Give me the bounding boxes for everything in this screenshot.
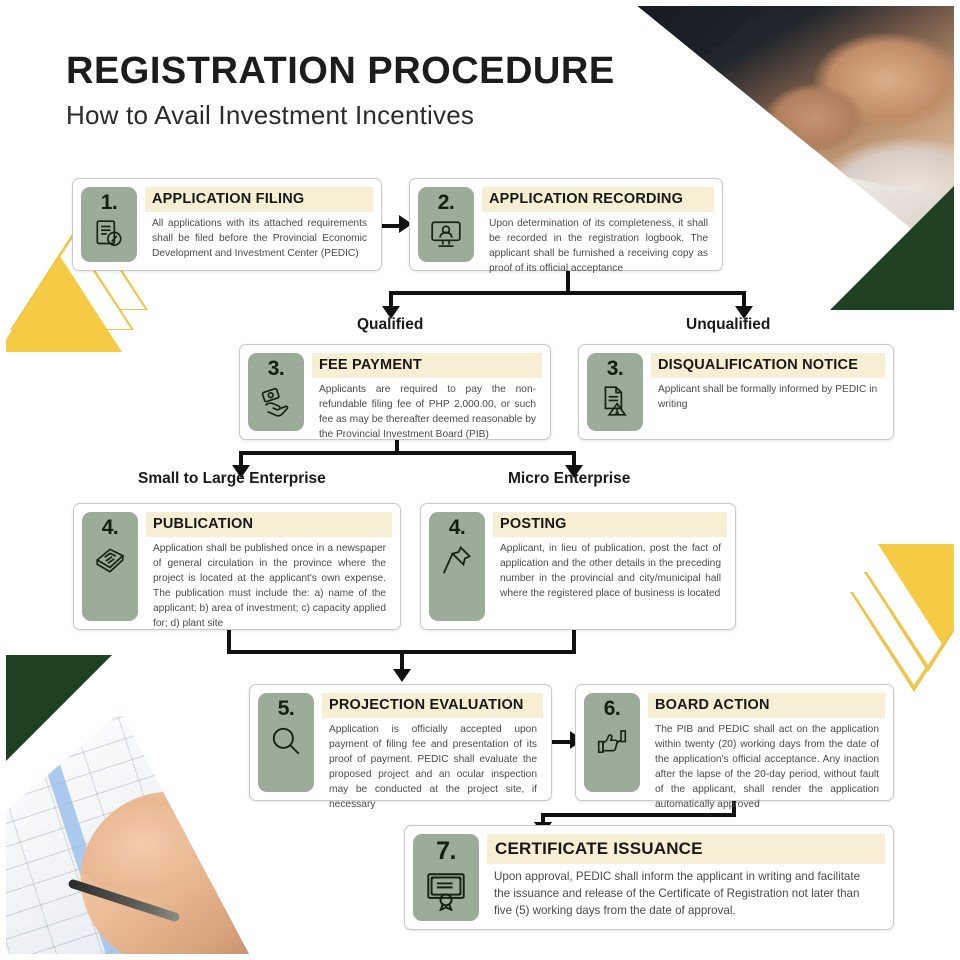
step-icon-box: 4. [429,512,485,621]
branch-label-small-to-large: Small to Large Enterprise [138,470,326,487]
certificate-icon [424,868,468,912]
pushpin-icon [439,542,475,578]
thumbs-up-down-icon [594,723,630,759]
branch-label-qualified: Qualified [357,316,424,333]
arrowhead-small-large [232,465,250,478]
step-number: 4. [101,516,119,539]
money-hand-icon [258,383,294,419]
step-icon-box: 3. [248,353,304,431]
document-with-pen-icon [91,217,127,253]
branch-label-micro: Micro Enterprise [508,470,631,487]
document-warning-icon [597,383,633,419]
step-icon-box: 5. [258,693,314,792]
step-number: 3. [606,357,624,380]
step-body: PUBLICATION Application shall be publish… [138,512,392,629]
arrowhead-qualified [382,306,400,319]
connector-qualified-down [389,291,393,310]
step-number: 3. [267,357,285,380]
arrowhead-to-5 [393,669,411,682]
connector-micro-down [572,451,576,469]
step-card-publication[interactable]: 4. PUBLICATION Application shall be publ… [73,503,401,630]
step-card-disqualification-notice[interactable]: 3. DISQUALIFICATION NOTICE Applicant sha… [578,344,894,440]
step-card-board-action[interactable]: 6. BOARD ACTION The PIB and PEDIC shall … [575,684,894,810]
connector-merge-to-5 [400,650,404,672]
step-title: CERTIFICATE ISSUANCE [487,834,885,864]
step-body: APPLICATION RECORDING Upon determination… [474,187,714,274]
page-title: REGISTRATION PROCEDURE [66,50,615,92]
step-icon-box: 7. [413,834,479,921]
step-description: Application is officially accepted upon … [329,723,537,811]
step-description: Application shall be published once in a… [153,542,386,630]
step-title: APPLICATION FILING [145,187,373,212]
connector-4a-down [227,630,231,652]
step-number: 4. [448,516,466,539]
step-icon-box: 3. [587,353,643,431]
step-icon-box: 4. [82,512,138,621]
step-description: The PIB and PEDIC shall act on the appli… [655,723,879,811]
connector-3-down [395,437,399,453]
connector-unqualified-down [742,291,746,310]
step-card-projection-evaluation[interactable]: 5. PROJECTION EVALUATION Application is … [249,684,552,810]
page-subtitle: How to Avail Investment Incentives [66,99,475,130]
step-description: Applicant shall be formally informed by … [658,383,878,410]
step-icon-box: 1. [81,187,137,262]
connector-5-to-6 [551,740,577,744]
step-icon-box: 2. [418,187,474,262]
connector-6-down [732,801,736,817]
magnifying-glass-icon [268,723,304,759]
step-title: PUBLICATION [146,512,392,537]
arrowhead-unqualified [735,306,753,319]
step-description: Applicants are required to pay the non-r… [319,383,536,440]
step-number: 7. [436,837,456,865]
page-header: REGISTRATION PROCEDURE How to Avail Inve… [66,50,615,131]
arrowhead-micro [565,465,583,478]
step-title: DISQUALIFICATION NOTICE [651,353,885,378]
step-body: BOARD ACTION The PIB and PEDIC shall act… [640,693,885,810]
connector-2-down [566,271,570,293]
branch-label-unqualified: Unqualified [686,316,771,333]
step-body: CERTIFICATE ISSUANCE Upon approval, PEDI… [479,834,885,921]
step-number: 6. [603,697,621,720]
newspaper-icon [92,542,128,578]
step-description: All applications with its attached requi… [152,217,367,259]
connector-4b-down [572,630,576,652]
step-body: PROJECTION EVALUATION Application is off… [314,693,543,810]
step-title: APPLICATION RECORDING [482,187,714,212]
step-description: Upon approval, PEDIC shall inform the ap… [494,869,861,918]
step-number: 2. [437,191,455,214]
connector-to-7-down [541,813,545,825]
connector-small-large-down [239,451,243,469]
step-card-posting[interactable]: 4. POSTING Applicant, in lieu of publica… [420,503,736,630]
step-title: POSTING [493,512,727,537]
step-card-application-filing[interactable]: 1. APPLICATION FILING All applications w… [72,178,382,271]
step-body: POSTING Applicant, in lieu of publicatio… [485,512,727,621]
step-body: DISQUALIFICATION NOTICE Applicant shall … [643,353,885,431]
connector-1-to-2 [380,224,406,228]
step-card-certificate-issuance[interactable]: 7. CERTIFICATE ISSUANCE Upon approval, P… [404,825,894,930]
step-title: FEE PAYMENT [312,353,542,378]
step-title: BOARD ACTION [648,693,885,718]
computer-user-icon [428,217,464,253]
arrowhead-1-to-2 [399,215,412,233]
step-body: APPLICATION FILING All applications with… [137,187,373,262]
step-number: 5. [277,697,295,720]
step-description: Applicant, in lieu of publication, post … [500,542,721,599]
connector-enterprise-split-bar [239,451,576,455]
step-card-fee-payment[interactable]: 3. FEE PAYMENT Applicants are required t… [239,344,551,440]
step-description: Upon determination of its completeness, … [489,217,708,274]
step-body: FEE PAYMENT Applicants are required to p… [304,353,542,440]
connector-6-to-7-bar [541,813,736,817]
step-number: 1. [100,191,118,214]
step-title: PROJECTION EVALUATION [322,693,543,718]
step-card-application-recording[interactable]: 2. APPLICATION RECORDING Upon determinat… [409,178,723,274]
connector-split-bar [389,291,746,295]
step-icon-box: 6. [584,693,640,792]
